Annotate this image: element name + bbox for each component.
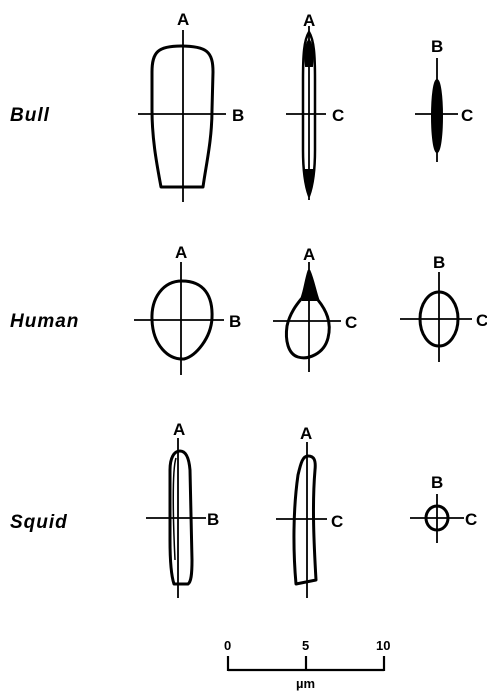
squid-head-outline-ac [292, 454, 318, 586]
axis-label-b: B [431, 473, 443, 492]
scale-unit-label: µm [296, 676, 315, 691]
species-label-squid: Squid [10, 512, 68, 533]
human-head-outline-ac [284, 269, 331, 360]
human-view-bc: B C [400, 253, 487, 362]
axis-label-a: A [303, 11, 315, 30]
axis-label-b: B [232, 106, 244, 125]
scale-label-0: 0 [224, 638, 231, 653]
axis-label-a: A [303, 245, 315, 264]
axis-label-a: A [177, 10, 189, 29]
scale-label-5: 5 [302, 638, 309, 653]
axis-label-c: C [465, 510, 477, 529]
bull-view-ac: A C [286, 11, 344, 200]
bull-head-outline-ab [150, 44, 215, 189]
human-view-ac: A C [273, 245, 357, 372]
axis-label-c: C [461, 106, 473, 125]
human-view-ab: A B [134, 243, 241, 375]
scale-bar: 0 5 10 µm [224, 638, 390, 691]
squid-head-outline-ab [168, 449, 194, 586]
bull-view-bc: B C [415, 37, 473, 162]
axis-label-b: B [207, 510, 219, 529]
axis-label-b: B [431, 37, 443, 56]
axis-label-b: B [229, 312, 241, 331]
species-label-bull: Bull [10, 105, 50, 126]
squid-view-bc: B C [410, 473, 477, 543]
axis-label-a: A [175, 243, 187, 262]
squid-view-ac: A C [276, 424, 343, 598]
squid-view-ab: A B [146, 420, 219, 598]
species-label-human: Human [10, 311, 79, 332]
axis-label-b: B [433, 253, 445, 272]
axis-label-a: A [173, 420, 185, 439]
bull-view-ab: A B [138, 10, 244, 202]
human-head-outline-ab [150, 279, 214, 361]
squid-inner-outline-ab [172, 457, 177, 561]
axis-label-c: C [331, 512, 343, 531]
axis-label-c: C [332, 106, 344, 125]
axis-label-c: C [476, 311, 487, 330]
axis-label-a: A [300, 424, 312, 443]
axis-label-c: C [345, 313, 357, 332]
bull-head-section-bc [431, 79, 443, 153]
scale-label-10: 10 [376, 638, 390, 653]
